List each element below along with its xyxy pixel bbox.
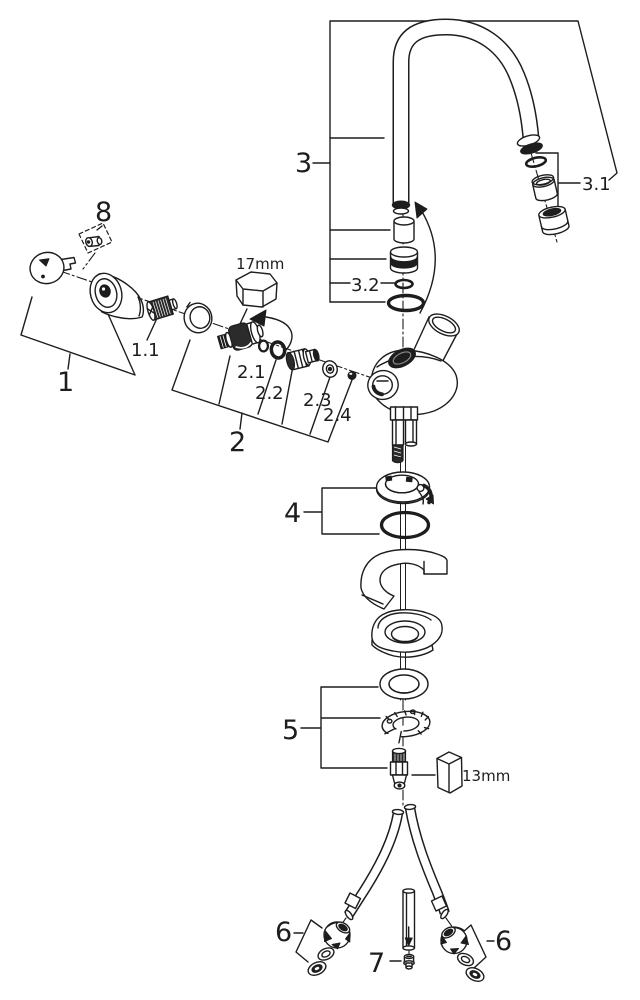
part-seal-left-2 bbox=[307, 961, 327, 976]
part-oring-2-2 bbox=[269, 340, 287, 360]
centerline-axes bbox=[59, 152, 558, 959]
label-group-4: 4 bbox=[284, 498, 301, 529]
rotation-arrow-cartridge bbox=[249, 309, 293, 352]
part-spout-sleeve bbox=[393, 216, 415, 244]
part-ball bbox=[347, 371, 357, 380]
label-part-1-1: 1.1 bbox=[131, 340, 160, 361]
labels: 1 1.1 2 2.1 2.2 2.3 2.4 3 3.1 3.2 4 5 6 … bbox=[57, 148, 611, 979]
part-fixing-screw bbox=[389, 747, 409, 790]
part-grub-screw bbox=[78, 222, 113, 254]
part-handle-adapter-1-1 bbox=[146, 295, 178, 322]
part-disc-2-4 bbox=[322, 360, 338, 378]
part-spout bbox=[391, 18, 543, 215]
part-coupling-nut-left bbox=[323, 921, 351, 950]
part-washer-right-1 bbox=[456, 952, 475, 967]
part-seal-right-2 bbox=[465, 967, 485, 982]
label-group-6-right: 6 bbox=[495, 926, 512, 957]
wrench-hex-17mm bbox=[235, 271, 278, 308]
part-check-valve-2-3 bbox=[285, 348, 320, 371]
part-oring-base bbox=[379, 510, 431, 540]
part-indicator-cap bbox=[29, 251, 77, 285]
part-small-ring bbox=[257, 339, 270, 353]
part-mounting-collar bbox=[375, 471, 434, 505]
callout-brackets bbox=[20, 20, 618, 969]
label-part-3-2: 3.2 bbox=[351, 275, 380, 296]
part-supply-hose-left bbox=[344, 808, 405, 921]
wrench-hex-13mm bbox=[436, 751, 463, 794]
label-group-6-left: 6 bbox=[275, 917, 292, 948]
rotation-arrow-spout bbox=[414, 201, 436, 314]
part-handle-knob bbox=[89, 272, 145, 320]
label-part-7: 7 bbox=[368, 948, 385, 979]
label-part-2-1: 2.1 bbox=[237, 362, 266, 383]
part-c-washer bbox=[376, 709, 431, 744]
label-part-8: 8 bbox=[95, 197, 112, 228]
part-cartridge-2-1 bbox=[217, 321, 264, 351]
label-group-3: 3 bbox=[295, 148, 312, 179]
label-part-2-2: 2.2 bbox=[255, 383, 284, 404]
part-aerator-3-1 bbox=[524, 156, 570, 236]
part-oring-3-2 bbox=[394, 278, 414, 290]
part-washer bbox=[379, 668, 429, 700]
part-mounting-nut bbox=[371, 609, 443, 658]
label-group-5: 5 bbox=[282, 715, 299, 746]
part-supply-hose-right bbox=[403, 803, 450, 920]
label-wrench-17mm: 17mm bbox=[236, 255, 284, 273]
part-spout-gland bbox=[389, 246, 419, 274]
label-part-3-1: 3.1 bbox=[582, 174, 611, 195]
label-group-2: 2 bbox=[229, 427, 246, 458]
part-stop-ring bbox=[183, 301, 213, 334]
label-part-2-4: 2.4 bbox=[323, 405, 352, 426]
part-horseshoe-spacer bbox=[360, 548, 448, 610]
part-coupling-nut-right bbox=[440, 926, 469, 955]
label-wrench-13mm: 13mm bbox=[462, 767, 510, 785]
part-washer-left-1 bbox=[317, 947, 335, 961]
part-center-pipe bbox=[402, 888, 416, 951]
label-group-1: 1 bbox=[57, 367, 74, 398]
part-screw-7 bbox=[403, 953, 415, 970]
part-oring-spout-base bbox=[386, 293, 426, 313]
part-faucet-body bbox=[367, 313, 460, 464]
label-part-2-3: 2.3 bbox=[303, 390, 332, 411]
